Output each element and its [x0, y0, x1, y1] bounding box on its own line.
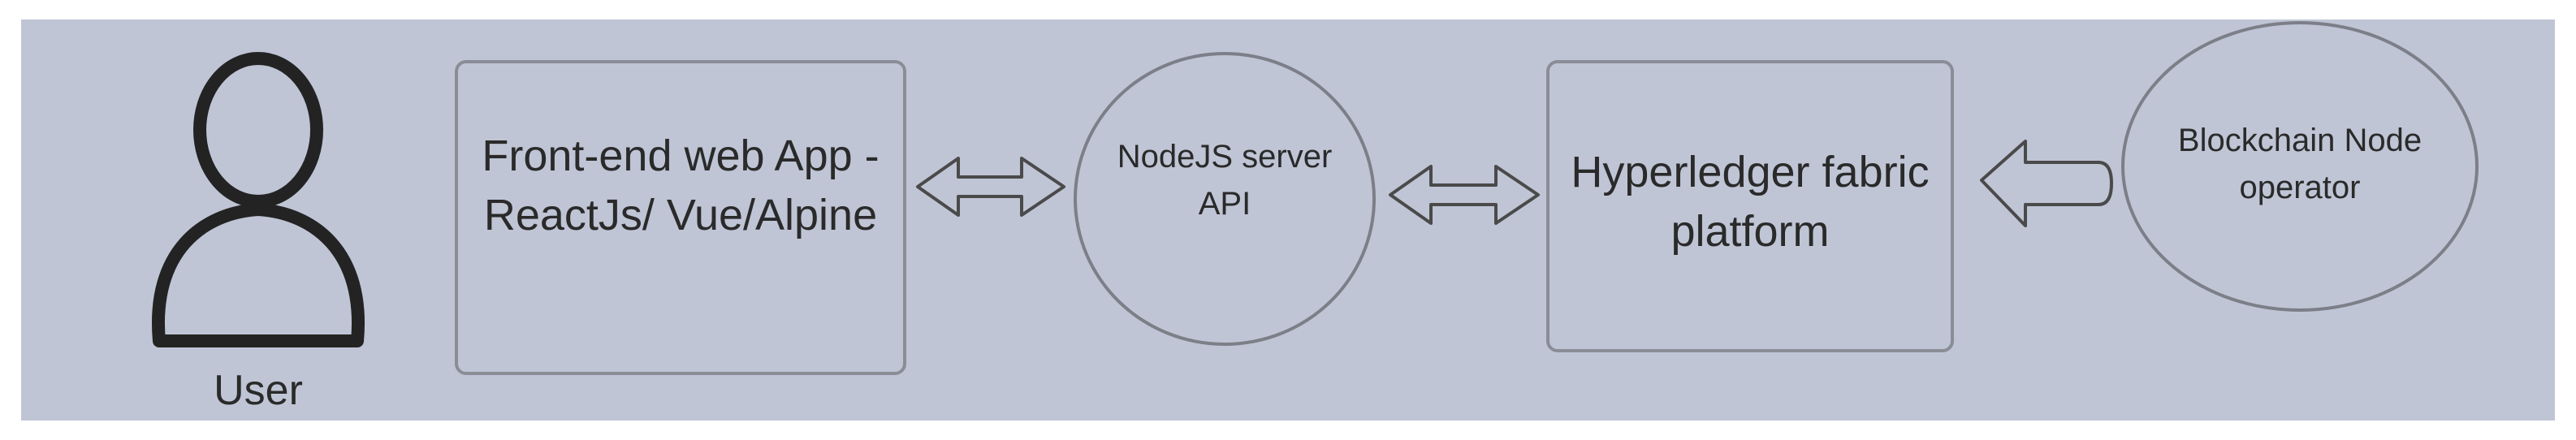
hyperledger-platform-label: Hyperledger fabric platform — [1571, 148, 1930, 256]
double-arrow-icon — [916, 157, 1065, 217]
hyperledger-platform-box — [1546, 60, 1954, 352]
blockchain-operator-label: Blockchain Node operator — [2177, 123, 2423, 205]
nodejs-api-label: NodeJS server API — [1117, 139, 1333, 222]
frontend-app-box — [455, 60, 906, 375]
user-label: User — [214, 367, 303, 414]
blockchain-operator-ellipse — [2121, 21, 2479, 312]
double-arrow-icon — [1389, 165, 1540, 225]
nodejs-api-ellipse — [1074, 52, 1376, 346]
user-icon — [151, 52, 365, 347]
frontend-app-label: Front-end web App - ReactJs/ Vue/Alpine — [482, 132, 880, 239]
left-arrow-icon — [1980, 140, 2113, 227]
